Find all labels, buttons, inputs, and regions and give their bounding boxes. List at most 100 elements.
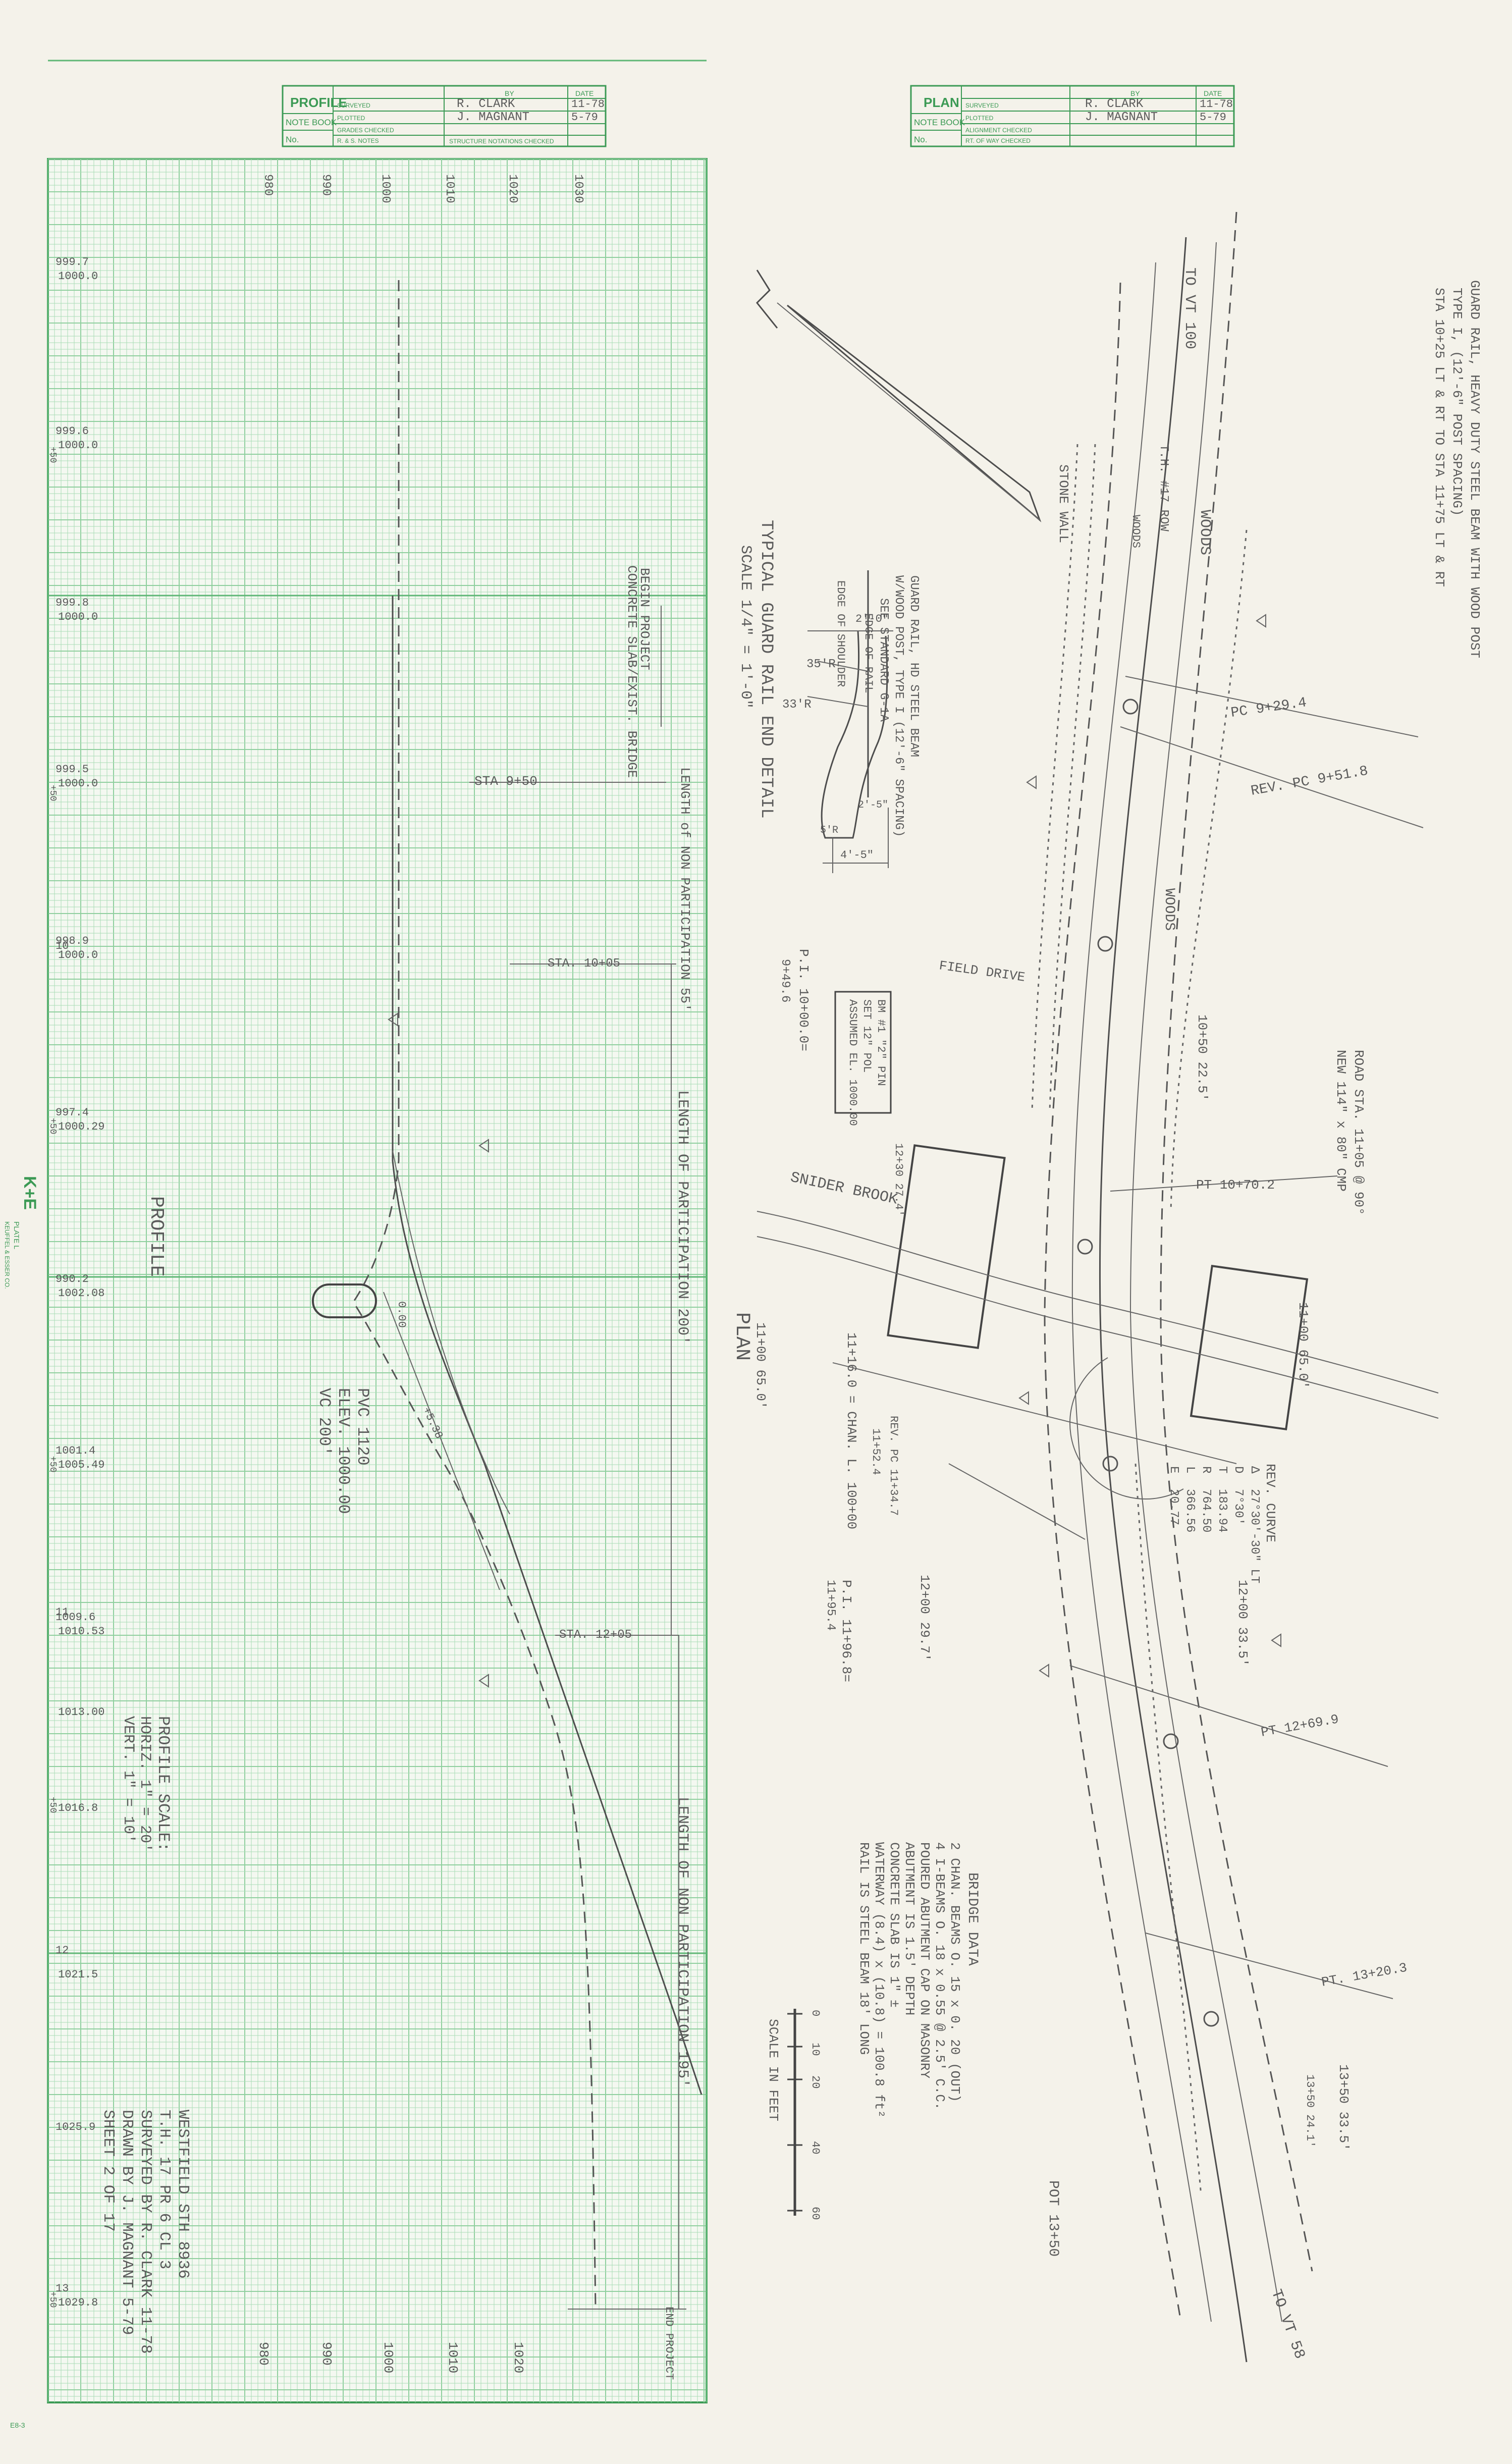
- elevation-tick-label: 980: [261, 174, 275, 196]
- plan-block-date: 5-79: [1200, 111, 1226, 124]
- curve-value: 366.56: [1183, 1489, 1197, 1532]
- road-label: WOODS: [1129, 515, 1142, 548]
- plan-block-heading: PLAN: [924, 95, 959, 110]
- existing-elevation: 997.4: [56, 1106, 89, 1119]
- curve-param: L: [1183, 1466, 1197, 1473]
- detail-note: 4'-5": [840, 849, 874, 862]
- elevation-tick-label: 1010: [445, 2342, 460, 2373]
- curve-param: Δ: [1248, 1466, 1261, 1474]
- bridge-data: BRIDGE DATA 2 CHAN. BEAMS O. 15 x 0. 20 …: [856, 1842, 980, 2118]
- elevation-tick-label: 980: [256, 2342, 271, 2366]
- plan-block-label: ALIGNMENT CHECKED: [965, 127, 1032, 134]
- detail-note: 2'-0": [855, 613, 889, 625]
- half-station-mark: +50: [47, 785, 58, 801]
- profile-linework: [312, 280, 703, 2310]
- elevation-tick-label: 990: [319, 174, 333, 196]
- elevation-tick-label: 1000: [381, 2342, 396, 2373]
- profile-block-label: STRUCTURE NOTATIONS CHECKED: [449, 138, 554, 145]
- offset-label: 13+50 24.1': [1304, 2074, 1316, 2148]
- proposed-elevation: 1021.5: [58, 1968, 98, 1981]
- road-label: TO VT 100: [1181, 267, 1198, 349]
- station-callout: 11+95.4: [824, 1580, 837, 1631]
- offset-label: 13+50 33.5': [1336, 2064, 1351, 2151]
- existing-elevation: 1009.6: [56, 1611, 95, 1624]
- proposed-elevation: 1002.08: [58, 1287, 104, 1300]
- station-callout: POT 13+50: [1045, 2180, 1061, 2257]
- length-label: LENGTH of NON PARTICIPATION 55': [677, 767, 692, 1011]
- scale-text: PROFILE SCALE:: [154, 1716, 173, 1852]
- proposed-elevation: 1000.0: [58, 949, 98, 961]
- station-callout: 11+52.4: [870, 1428, 882, 1475]
- station-number: 13: [56, 2282, 69, 2295]
- curve-data: REV. CURVE Δ27°30'-30" LTD7°30'T183.94R7…: [1167, 1464, 1278, 1583]
- elevation-tick-label: 1030: [571, 174, 585, 203]
- north-arrow: [755, 270, 1042, 522]
- proposed-elevation: 1005.49: [58, 1459, 104, 1471]
- curve-value: 183.94: [1215, 1489, 1229, 1532]
- plan-block-label: No.: [914, 135, 927, 144]
- road-sta-line: NEW 114" x 80" CMP: [1333, 1050, 1348, 1192]
- half-station-mark: +50: [47, 1118, 58, 1134]
- bridge-data-title: BRIDGE DATA: [964, 1872, 980, 1966]
- bm-line: ASSUMED EL. 1000.00: [846, 999, 859, 1126]
- existing-elevation: 999.7: [56, 256, 89, 269]
- profile-title-block: PROFILE NOTE BOOK No. SURVEYED PLOTTED G…: [282, 85, 607, 147]
- bridge-data-line: POURED ABUTMENT CAP ON MASONRY: [917, 1842, 932, 2078]
- profile-scale-block: PROFILE SCALE: HORIZ. 1" = 20' VERT. 1" …: [120, 1716, 173, 1852]
- curve-param: T: [1215, 1466, 1229, 1473]
- profile-grid: [47, 60, 708, 2403]
- station-callout: REV. PC 11+34.7: [887, 1416, 900, 1516]
- half-station-mark: +50: [47, 1797, 58, 1813]
- scale-tick-label: 60: [809, 2207, 822, 2220]
- road-label: T.H. #17 ROW: [1157, 444, 1170, 531]
- length-label: LENGTH OF PARTICIPATION 200': [674, 1090, 691, 1345]
- station-number: 12: [56, 1944, 69, 1957]
- profile-block-label: GRADES CHECKED: [337, 127, 394, 134]
- margin-branding: K+E PLATE L KEUFFEL & ESSER CO. E8-3: [4, 1176, 39, 2429]
- road-sta-line: ROAD STA. 11+05 @ 90°: [1351, 1050, 1366, 1215]
- plan-block-label: NOTE BOOK: [914, 118, 965, 127]
- bm-line: BM #1 "2" PIN: [875, 999, 887, 1086]
- elevation-tick-label: 1020: [511, 2342, 526, 2373]
- roadway-linework: [757, 211, 1439, 2363]
- station-label: STA. 10+05: [548, 957, 620, 971]
- scale-bar-label: SCALE IN FEET: [766, 2019, 781, 2121]
- existing-elevation: 999.6: [56, 425, 89, 438]
- grade-label: 0.00: [395, 1301, 408, 1328]
- proposed-elevation: 1016.8: [58, 1802, 98, 1814]
- brand-logo: K+E: [20, 1176, 39, 1210]
- project-mark: END PROJECT: [663, 2307, 675, 2380]
- detail-note: SEE STANDARD G-1A: [877, 598, 890, 722]
- detail-note: EDGE OF SHOULDER: [834, 580, 847, 687]
- note-line: GUARD RAIL, HEAVY DUTY STEEL BEAM WITH W…: [1467, 280, 1482, 658]
- station-callout: P.I. 10+00.0=: [796, 949, 811, 1051]
- scale-tick-label: 0: [809, 2010, 822, 2016]
- offset-labels: 10+50 22.5' 11+00 65.0' 11+00 65.0' 12+0…: [753, 1014, 1351, 2151]
- plan-block-plotter: J. MAGNANT: [1085, 111, 1158, 124]
- job-info-block: WESTFIELD STH 8936 T.H. 17 PR 6 CL 3 SUR…: [99, 2110, 192, 2354]
- note-line: STA 10+25 LT & RT TO STA 11+75 LT & RT: [1432, 288, 1447, 587]
- note-line: TYPE I, (12'-6" POST SPACING): [1449, 288, 1465, 516]
- plan-title-block: PLAN NOTE BOOK No. SURVEYED PLOTTED ALIG…: [910, 85, 1235, 147]
- bridge-data-line: 2 CHAN. BEAMS O. 15 x 0. 20 (OUT): [947, 1842, 962, 2102]
- half-station-mark: +50: [47, 1456, 58, 1472]
- job-text: DRAWN BY J. MAGNANT 5-79: [118, 2110, 136, 2335]
- scale-text: VERT. 1" = 10': [120, 1716, 137, 1843]
- detail-note: 35'R: [806, 658, 836, 671]
- elevation-tick-label: 1000: [379, 174, 392, 203]
- profile-block-by-header: BY: [505, 89, 514, 97]
- offset-label: 11+00 65.0': [753, 1322, 768, 1409]
- job-text: SHEET 2 OF 17: [99, 2110, 117, 2232]
- profile-block-label: R. & S. NOTES: [337, 137, 379, 144]
- plate-label: PLATE L: [13, 1221, 21, 1249]
- pvc-label: ELEV. 1000.00: [334, 1388, 353, 1514]
- scale-text: HORIZ. 1" = 20': [136, 1716, 153, 1852]
- station-callout: 11+16.0 = CHAN. L. 100+00: [844, 1332, 859, 1529]
- proposed-elevation: 1000.0: [58, 777, 98, 790]
- pvc-label: VC 200': [315, 1388, 334, 1456]
- profile-block-surveyor: R. CLARK: [457, 97, 515, 111]
- half-station-mark: +50: [47, 2291, 58, 2308]
- curve-param: E: [1167, 1466, 1180, 1473]
